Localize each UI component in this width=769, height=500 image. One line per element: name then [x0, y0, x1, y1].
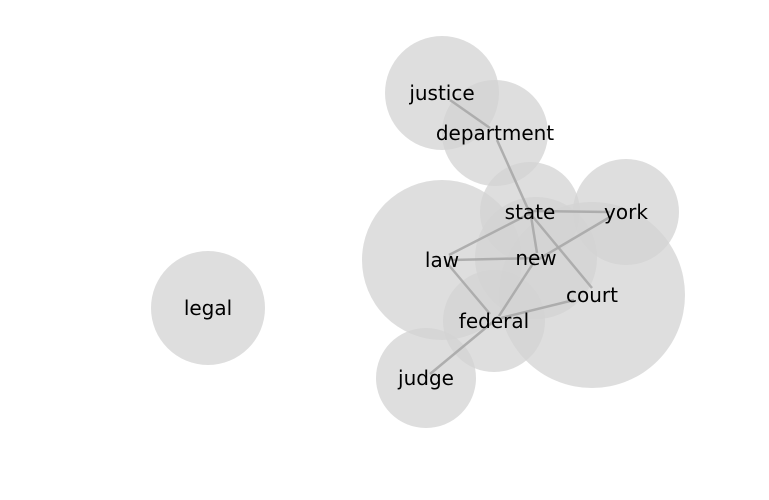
node-circle-department — [442, 80, 548, 186]
edge-law-new — [451, 256, 539, 262]
edge-justice-department — [449, 98, 491, 130]
edge-law-federal — [446, 262, 491, 315]
node-label-law: law — [425, 248, 459, 272]
edge-new-york — [538, 215, 611, 261]
edge-new-federal — [497, 261, 536, 317]
edge-state-law — [448, 212, 530, 257]
edge-state-court — [532, 216, 593, 289]
node-label-federal: federal — [459, 309, 529, 333]
node-label-legal: legal — [184, 296, 232, 320]
edge-federal-court — [500, 298, 575, 320]
node-label-york: york — [604, 200, 648, 224]
node-circle-judge — [376, 328, 476, 428]
node-circle-legal — [151, 251, 265, 365]
node-circle-court — [499, 202, 685, 388]
node-label-state: state — [505, 200, 556, 224]
node-label-court: court — [566, 283, 618, 307]
edge-state-york — [529, 209, 611, 214]
edge-lines — [429, 98, 611, 375]
node-label-department: department — [436, 121, 554, 145]
node-label-justice: justice — [408, 81, 474, 105]
edge-department-state — [495, 139, 534, 219]
edge-federal-judge — [429, 320, 495, 375]
node-label-new: new — [515, 246, 556, 270]
node-circles — [151, 36, 685, 428]
node-label-judge: judge — [397, 366, 454, 390]
node-labels: justice department state york law new court fed… — [184, 81, 649, 390]
edge-state-new — [529, 215, 539, 254]
